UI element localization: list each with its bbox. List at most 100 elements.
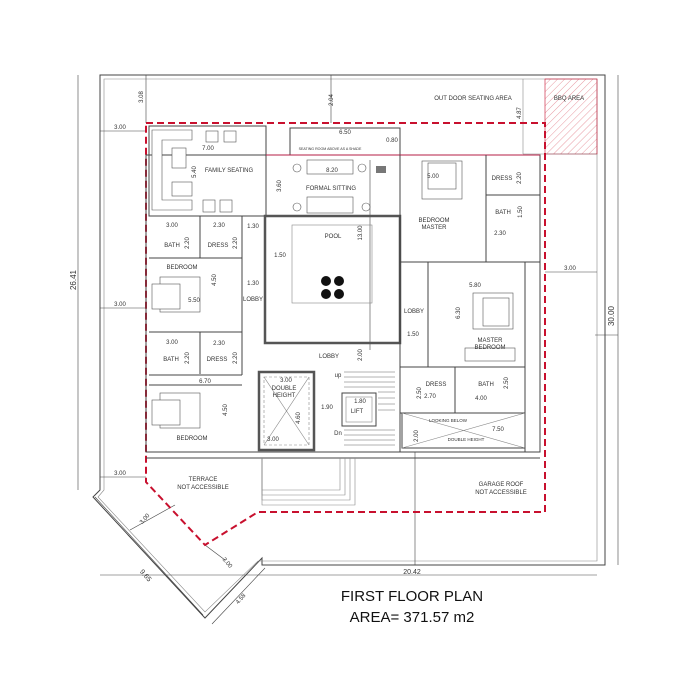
dim-label: 1.30 — [247, 224, 259, 230]
dim-label: 3.00 — [114, 302, 126, 308]
label-bath: BATH — [163, 357, 179, 363]
dim-label: 5.80 — [469, 283, 481, 289]
dim-label: 4.60 — [296, 412, 302, 424]
label-family-seating: FAMILY SEATING — [205, 168, 254, 174]
dim-label: 3.00 — [564, 266, 576, 272]
label-looking-below: LOOKING BELOW — [429, 418, 468, 423]
dim-label: 13.00 — [358, 225, 364, 241]
room-labels: OUT DOOR SEATING AREA BBQ AREA FAMILY SE… — [163, 96, 584, 496]
entrance-steps — [261, 458, 356, 506]
label-bath: BATH — [164, 243, 180, 249]
label-terrace: TERRACE — [189, 477, 218, 483]
dim-label: 3.60 — [277, 180, 283, 192]
dim-label: 3.00 — [166, 223, 178, 229]
label-bedroom-master: MASTER — [421, 225, 447, 231]
dim-label: 2.04 — [329, 94, 335, 106]
label-lift: LIFT — [351, 409, 364, 415]
dim-label: 3.00 — [114, 125, 126, 131]
label-dress: DRESS — [492, 176, 513, 182]
dim-label: 0.80 — [386, 138, 398, 144]
dim-label: 3.00 — [114, 471, 126, 477]
label-seating-room: SEATING ROOM ABOVE AS A SHADE — [299, 147, 362, 151]
dim-label: 2.30 — [494, 231, 506, 237]
dim-label: 2.00 — [358, 349, 364, 361]
dim-label: 2.20 — [233, 352, 239, 364]
label-terrace: NOT ACCESSIBLE — [177, 485, 229, 491]
dim-label: 2.00 — [414, 430, 420, 442]
label-bedroom: BEDROOM — [176, 436, 207, 442]
dim-label: 2.20 — [185, 237, 191, 249]
dim-label: 6.30 — [456, 307, 462, 319]
dim-label: 2.70 — [424, 394, 436, 400]
plot-boundary — [92, 74, 606, 619]
dim-label: 1.50 — [518, 206, 524, 218]
label-lobby: LOBBY — [243, 297, 263, 303]
label-dress: DRESS — [426, 382, 447, 388]
label-bbq: BBQ AREA — [554, 96, 584, 102]
label-bath: BATH — [478, 382, 494, 388]
dim-label: 2.20 — [233, 237, 239, 249]
dim-label: 2.30 — [213, 223, 225, 229]
plan-title: FIRST FLOOR PLAN — [341, 588, 483, 605]
dim-label: 7.50 — [492, 427, 504, 433]
dim-label: 2.20 — [185, 352, 191, 364]
label-bath: BATH — [495, 210, 511, 216]
pool-plant-icon — [321, 276, 344, 299]
label-bedroom-master: BEDROOM — [418, 218, 449, 224]
dim-label: 4.00 — [475, 396, 487, 402]
dim-label: 3.00 — [221, 557, 234, 570]
label-double-height: DOUBLE HEIGHT — [448, 437, 485, 442]
dim-label: 4.50 — [223, 404, 229, 416]
label-dress: DRESS — [207, 357, 228, 363]
dim-label: 4.58 — [235, 592, 248, 605]
label-double-height: HEIGHT — [273, 393, 296, 399]
label-dress: DRESS — [208, 243, 229, 249]
dim-label: 3.00 — [280, 378, 292, 384]
dim-label: 1.30 — [247, 281, 259, 287]
bbq-area — [544, 78, 598, 155]
label-formal-sitting: FORMAL SITTING — [306, 186, 356, 192]
dim-label: 3.00 — [267, 437, 279, 443]
setback-line — [145, 122, 546, 547]
dim-label: 2.50 — [417, 387, 423, 399]
label-double-height: DOUBLE — [272, 386, 297, 392]
dim-label: 8.20 — [326, 168, 338, 174]
dim-label: 1.50 — [274, 253, 286, 259]
dim-label: 4.50 — [212, 274, 218, 286]
family-sofa — [151, 129, 237, 213]
dim-label: 26.41 — [69, 269, 78, 290]
plan-area: AREA= 371.57 m2 — [350, 609, 475, 626]
dim-label: 9.65 — [138, 569, 152, 584]
label-master-bedroom: MASTER — [477, 338, 503, 344]
dim-label: 1.90 — [321, 405, 333, 411]
label-up: up — [335, 373, 342, 379]
label-lobby: LOBBY — [404, 309, 424, 315]
dimension-lines — [77, 75, 619, 625]
building-walls — [145, 125, 541, 459]
dim-label: 4.87 — [517, 107, 523, 119]
dim-label: 3.00 — [166, 340, 178, 346]
bed-icon — [151, 160, 516, 429]
dim-label: 2.20 — [517, 172, 523, 184]
dim-label: 6.70 — [199, 379, 211, 385]
label-outdoor: OUT DOOR SEATING AREA — [434, 96, 511, 102]
dim-label: 5.00 — [427, 174, 439, 180]
label-lobby: LOBBY — [319, 354, 339, 360]
staircase — [344, 371, 395, 446]
dim-label: 30.00 — [607, 305, 616, 326]
label-bedroom: BEDROOM — [166, 265, 197, 271]
dim-label: 1.50 — [407, 332, 419, 338]
label-garage-roof: GARAGE ROOF — [479, 482, 524, 488]
dim-label: 2.50 — [504, 377, 510, 389]
dim-label: 2.30 — [213, 341, 225, 347]
dim-label: 5.50 — [188, 298, 200, 304]
label-master-bedroom: BEDROOM — [474, 345, 505, 351]
formal-sofas — [292, 159, 386, 214]
dim-label: 20.42 — [403, 569, 421, 576]
dim-label: 5.40 — [192, 166, 198, 178]
dim-label: 7.00 — [202, 146, 214, 152]
dim-label: 3.08 — [139, 91, 145, 103]
dim-label: 6.50 — [339, 130, 351, 136]
label-garage-roof: NOT ACCESSIBLE — [475, 490, 527, 496]
